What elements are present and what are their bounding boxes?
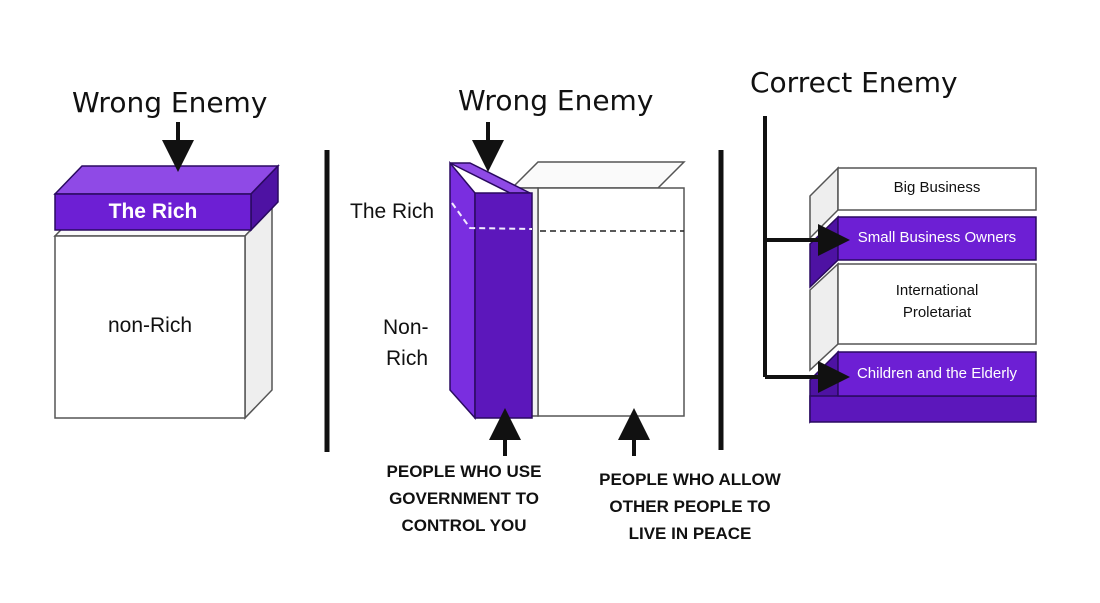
non-rich-block-side — [244, 206, 273, 420]
non-rich-block-front — [54, 235, 246, 419]
middle-rich-label: The Rich — [350, 200, 435, 223]
rich-block-front — [54, 193, 252, 231]
control-block-dashed-line — [451, 202, 533, 230]
non-rich-block-label: non-Rich — [107, 314, 193, 337]
peace-block-front — [537, 187, 685, 417]
small-business-layer-front — [837, 216, 1037, 261]
right-stack — [809, 166, 1037, 424]
control-block-left-face — [449, 160, 476, 420]
caption-peace-line1: PEOPLE WHO ALLOW — [599, 470, 781, 489]
caption-peace-line3: LIVE IN PEACE — [628, 524, 752, 543]
right-heading: Correct Enemy — [750, 66, 958, 99]
caption-control: PEOPLE WHO USE GOVERNMENT TO CONTROL YOU — [372, 458, 556, 539]
big-business-layer-front — [837, 167, 1037, 211]
peace-block-top — [510, 161, 686, 189]
elderly-layer-bottom — [809, 395, 1037, 423]
rich-block-top — [53, 165, 280, 195]
layer-label-proletariat-line1: International — [895, 282, 979, 299]
left-stack — [53, 164, 280, 420]
caption-peace-line2: OTHER PEOPLE TO — [609, 497, 771, 516]
middle-non-rich-label-line2: Rich — [386, 347, 429, 370]
layer-label-big-business: Big Business — [893, 179, 981, 196]
layer-label-elderly: Children and the Elderly — [856, 365, 1018, 382]
layer-label-small-business: Small Business Owners — [857, 229, 1017, 246]
caption-control-line1: PEOPLE WHO USE — [386, 462, 542, 481]
rich-block-label: The Rich — [108, 200, 198, 223]
proletariat-layer-front — [837, 263, 1037, 345]
control-block-front — [474, 192, 533, 419]
layer-label-proletariat-line2: Proletariat — [902, 304, 972, 321]
elderly-layer-front — [837, 351, 1037, 397]
caption-control-line3: CONTROL YOU — [401, 516, 527, 535]
caption-control-line2: GOVERNMENT TO — [389, 489, 539, 508]
caption-peace: PEOPLE WHO ALLOW OTHER PEOPLE TO LIVE IN… — [582, 466, 798, 547]
left-heading: Wrong Enemy — [72, 86, 268, 119]
middle-stack — [449, 160, 686, 420]
middle-heading: Wrong Enemy — [458, 84, 654, 117]
middle-non-rich-label-line1: Non- — [383, 316, 429, 339]
